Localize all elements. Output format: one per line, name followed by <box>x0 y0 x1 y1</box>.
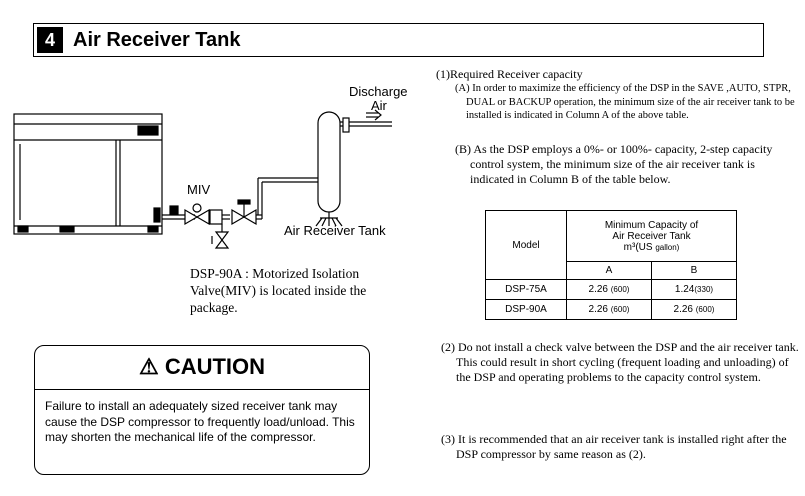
caution-heading: ⚠ CAUTION <box>35 354 369 380</box>
row-b: 1.24(330) <box>650 279 738 300</box>
col-a-header: A <box>566 261 652 280</box>
caution-box: ⚠ CAUTION Failure to install an adequate… <box>34 345 370 475</box>
section-header: 4 Air Receiver Tank <box>33 23 764 57</box>
row-model: DSP-75A <box>485 279 567 300</box>
tank-label: Air Receiver Tank <box>284 223 386 238</box>
discharge-arrow <box>366 109 382 121</box>
capacity-header-line2: Air Receiver Tank <box>612 230 691 242</box>
capacity-unit: m³(US gallon) <box>567 242 736 253</box>
row-a-gallons: (600) <box>610 285 630 294</box>
warning-triangle-icon: ⚠ <box>138 354 159 379</box>
miv-note: DSP-90A : Motorized Isolation Valve(MIV)… <box>190 266 367 315</box>
compressor-unit <box>13 113 163 235</box>
model-header: Model <box>485 210 567 280</box>
section-title: Air Receiver Tank <box>73 28 241 51</box>
row-a: 2.26 (600) <box>566 279 652 300</box>
item1-title: (1)Required Receiver capacity <box>436 67 583 81</box>
row-a-value: 2.26 <box>588 284 608 295</box>
unit-main: m³(US <box>623 241 653 253</box>
row-b-value: 2.26 <box>673 304 693 315</box>
section-number: 4 <box>37 27 63 53</box>
air-receiver-tank <box>315 111 350 227</box>
row-b-value: 1.24 <box>674 284 695 295</box>
capacity-header-line1: Minimum Capacity of <box>604 219 699 231</box>
miv-label: MIV <box>187 182 211 197</box>
table-row: DSP-90A 2.26 (600) 2.26 (600) <box>485 299 738 320</box>
row-a-gallons: (600) <box>610 305 630 314</box>
caution-text: Failure to install an adequately sized r… <box>45 399 355 444</box>
strainer <box>209 209 223 225</box>
item1-b: (B) As the DSP employs a 0%- or 100%- ca… <box>455 142 773 186</box>
row-b-gallons: (330) <box>694 285 714 294</box>
item2: (2) Do not install a check valve between… <box>441 340 799 384</box>
discharge-air-label: Air <box>371 98 387 113</box>
capacity-table: Model Minimum Capacity of Air Receiver T… <box>485 210 738 320</box>
item1-a: (A) In order to maximize the efficiency … <box>455 83 795 121</box>
check-valve <box>211 199 257 249</box>
capacity-header: Minimum Capacity of Air Receiver Tank m³… <box>566 210 737 262</box>
row-a-value: 2.26 <box>588 304 608 315</box>
row-a: 2.26 (600) <box>566 299 652 320</box>
miv-valve <box>169 203 210 226</box>
installation-diagram <box>13 109 392 249</box>
caution-title: CAUTION <box>164 354 266 379</box>
table-row: DSP-75A 2.26 (600) 1.24(330) <box>485 279 738 300</box>
discharge-label: Discharge <box>349 84 408 99</box>
item3: (3) It is recommended that an air receiv… <box>441 432 787 461</box>
row-b: 2.26 (600) <box>650 299 738 320</box>
row-model: DSP-90A <box>485 299 567 320</box>
caution-divider <box>35 389 369 390</box>
row-b-gallons: (600) <box>695 305 715 314</box>
unit-small: gallon) <box>655 242 680 252</box>
col-b-header: B <box>650 261 738 280</box>
